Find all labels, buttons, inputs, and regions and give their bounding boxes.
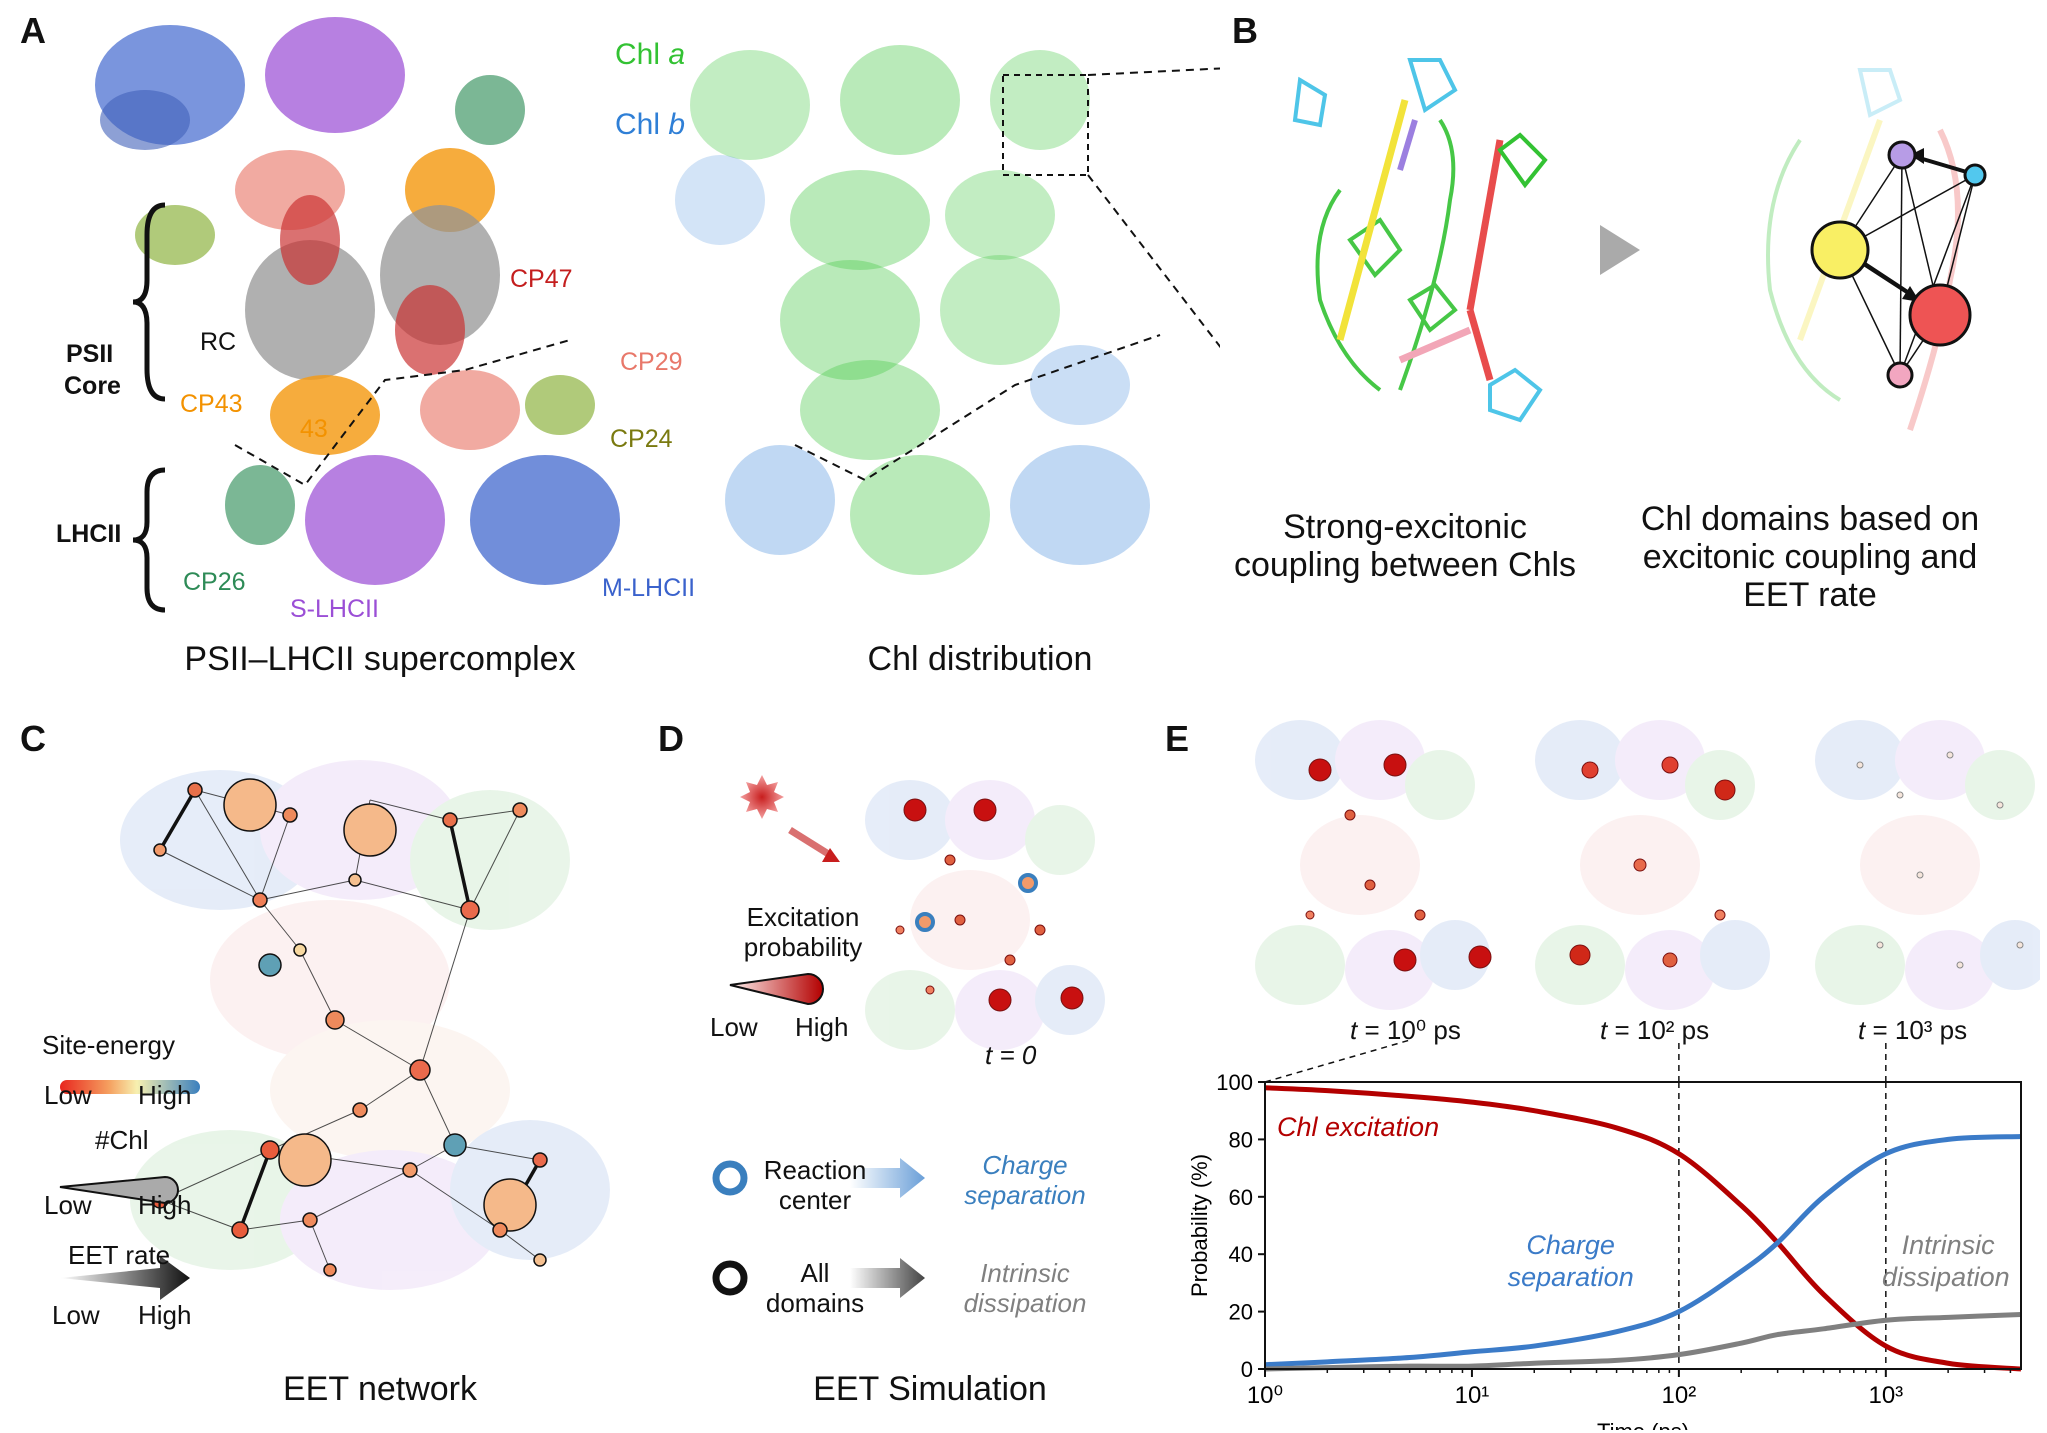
cone-icon bbox=[729, 972, 824, 1006]
x-tick-label-2: 10² bbox=[1662, 1382, 1697, 1409]
y-tick-label-0: 0 bbox=[1241, 1357, 1253, 1382]
legend-site-low: Low bbox=[44, 1080, 92, 1110]
panel-c-legend bbox=[59, 1080, 200, 1300]
ring-icon bbox=[712, 1160, 748, 1196]
y-tick-label-2: 40 bbox=[1229, 1242, 1253, 1267]
label-cp29: CP29 bbox=[620, 348, 683, 376]
legend-nchl-low: Low bbox=[44, 1190, 92, 1220]
plot-frame bbox=[1264, 1081, 2022, 1370]
ring-icon bbox=[712, 1260, 748, 1296]
panel-b-domains bbox=[1292, 58, 1987, 431]
label-t0: t = 0 bbox=[985, 1040, 1037, 1070]
panel-letter-d: D bbox=[658, 718, 684, 759]
label-cp47: CP47 bbox=[510, 265, 573, 293]
annotation-charge-separation-2: separation bbox=[1508, 1262, 1634, 1292]
label-cp43: CP43 bbox=[180, 390, 243, 418]
panel-letter-a: A bbox=[20, 10, 46, 51]
series-line-3 bbox=[1264, 1311, 2022, 1372]
label-lhcii: LHCII bbox=[56, 520, 122, 548]
legend-eet-high: High bbox=[138, 1300, 192, 1330]
y-tick-label-1: 20 bbox=[1229, 1300, 1253, 1325]
annotation-charge-separation-1: Charge bbox=[1526, 1230, 1615, 1260]
y-tick-label-4: 80 bbox=[1229, 1127, 1253, 1152]
label-chl-a: Chl a bbox=[615, 38, 686, 71]
snapshot-label-2: t = 10² ps bbox=[1600, 1015, 1710, 1045]
label-m-lhcii: M-LHCII bbox=[602, 574, 696, 602]
arrow-icon bbox=[60, 1256, 190, 1300]
label-psii: PSII bbox=[66, 340, 114, 368]
label-cp26: CP26 bbox=[183, 568, 246, 596]
legend-nchl: #Chl bbox=[95, 1125, 149, 1155]
legend-eet-low: Low bbox=[52, 1300, 100, 1330]
label-s-lhcii: S-LHCII bbox=[290, 595, 379, 623]
label-chl-b: Chl b bbox=[615, 108, 686, 141]
y-tick-label-3: 60 bbox=[1229, 1185, 1253, 1210]
x-tick-label-0: 10⁰ bbox=[1247, 1382, 1283, 1409]
y-tick-label-5: 100 bbox=[1216, 1070, 1253, 1095]
panel-d-simulation bbox=[712, 775, 1105, 1298]
y-axis-label: Probability (%) bbox=[1187, 1154, 1212, 1297]
x-axis-label: Time (ps) bbox=[1597, 1419, 1689, 1430]
annotation-intrinsic-1: Intrinsic bbox=[1902, 1230, 1996, 1260]
caption-eet-network: EET network bbox=[282, 1370, 477, 1408]
caption-supercomplex: PSII–LHCII supercomplex bbox=[184, 640, 576, 678]
label-cp24: CP24 bbox=[610, 425, 673, 453]
x-tick-label-3: 10³ bbox=[1868, 1382, 1903, 1409]
panel-letter-e: E bbox=[1165, 718, 1190, 759]
caption-eet-simulation: EET Simulation bbox=[813, 1370, 1047, 1408]
snapshot-label-1: t = 10⁰ ps bbox=[1350, 1015, 1461, 1045]
legend-eet-rate: EET rate bbox=[68, 1240, 171, 1270]
legend-site-high: High bbox=[138, 1080, 192, 1110]
x-tick-label-1: 10¹ bbox=[1455, 1382, 1490, 1409]
label-low: Low bbox=[710, 1012, 758, 1042]
label-cp43-overlap: 43 bbox=[300, 415, 328, 443]
label-core: Core bbox=[64, 372, 121, 400]
series-line-1 bbox=[1264, 1085, 2022, 1372]
snapshot-label-3: t = 10³ ps bbox=[1858, 1015, 1968, 1045]
play-triangle-icon bbox=[1600, 225, 1640, 275]
panel-e-snapshots bbox=[1255, 720, 2040, 1010]
sun-burst-icon bbox=[740, 775, 784, 819]
panel-letter-b: B bbox=[1232, 10, 1258, 51]
legend-nchl-high: High bbox=[138, 1190, 192, 1220]
panel-letter-c: C bbox=[20, 718, 46, 759]
label-rc: RC bbox=[200, 328, 237, 356]
panel-a-structure bbox=[95, 17, 1220, 613]
probability-chart: 0 20 40 60 80 100 10⁰ 10¹ 10² 10³ Time (ps) Probabi… bbox=[1187, 1040, 2022, 1430]
annotation-chl-excitation: Chl excitation bbox=[1277, 1112, 1439, 1142]
label-high: High bbox=[795, 1012, 849, 1042]
legend-site-energy: Site-energy bbox=[42, 1030, 175, 1060]
cone-icon bbox=[59, 1175, 179, 1205]
annotation-intrinsic-2: dissipation bbox=[1882, 1262, 2010, 1292]
panel-c-network bbox=[120, 760, 610, 1290]
zoom-line-1 bbox=[1264, 1040, 1411, 1083]
series-line-2 bbox=[1264, 1134, 2022, 1368]
caption-chl-distribution: Chl distribution bbox=[867, 640, 1093, 678]
